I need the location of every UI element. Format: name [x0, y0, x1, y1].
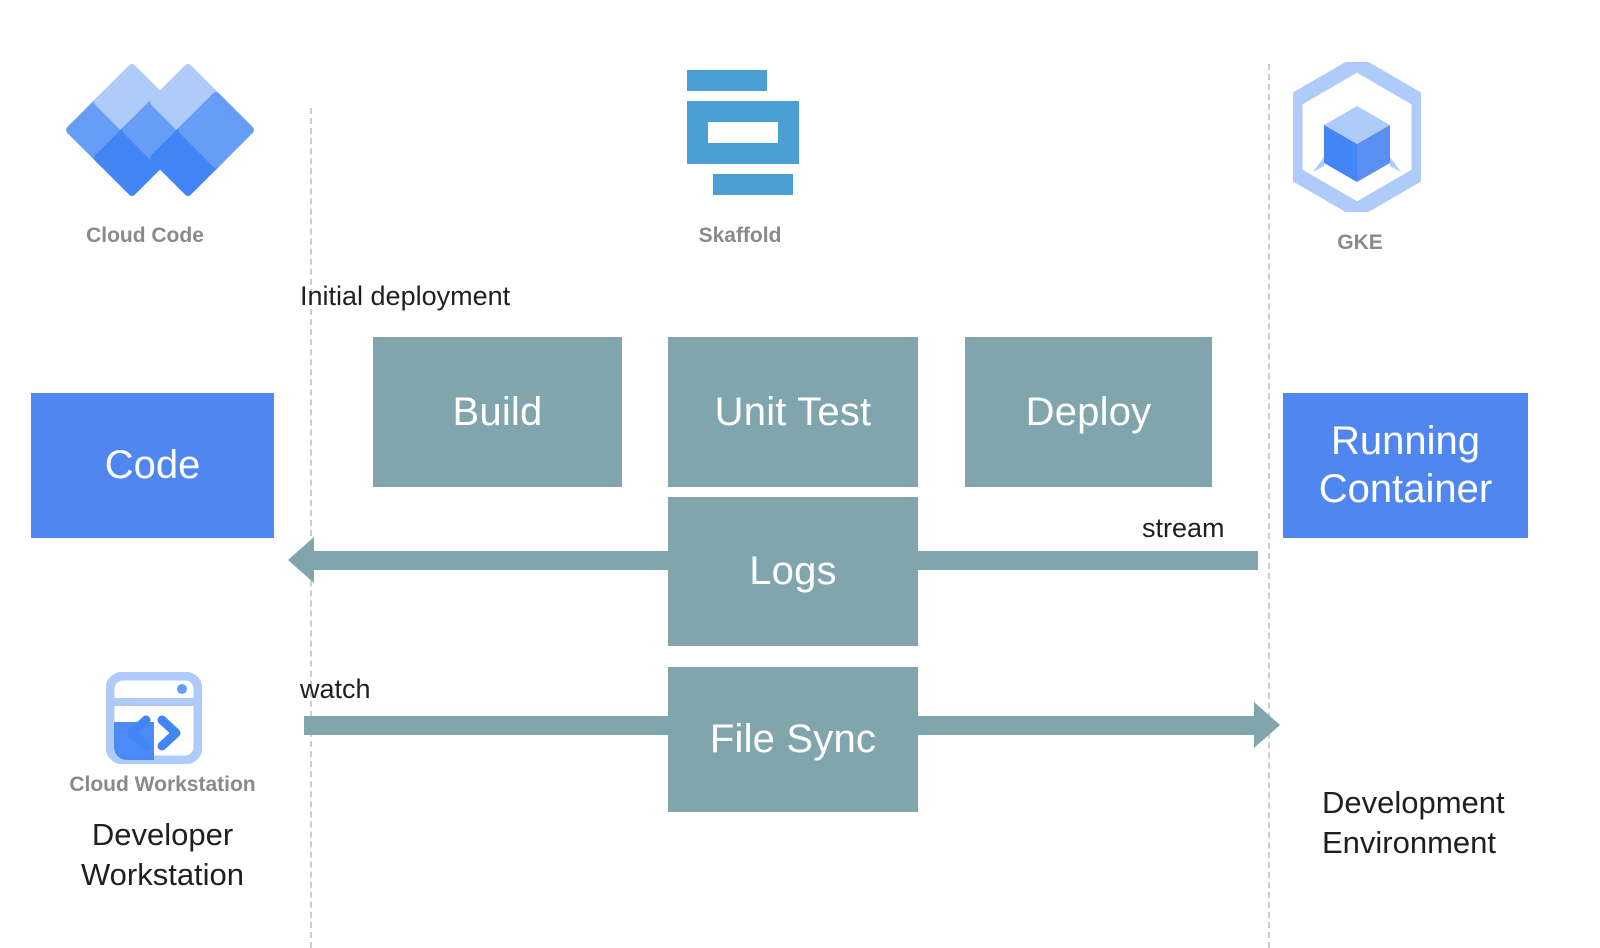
boundary-line-left	[310, 108, 312, 948]
stage-box-file-sync[interactable]: File Sync	[668, 667, 918, 812]
logs-arrow-shaft-left	[310, 551, 674, 570]
flow-label-watch: watch	[300, 674, 371, 704]
cloud-workstation-label: Cloud Workstation	[69, 773, 256, 796]
environment-label-development-environment: Development Environment	[1322, 785, 1505, 860]
logs-arrow-head-left	[288, 537, 314, 583]
cloud-code-label: Cloud Code	[86, 224, 204, 247]
skaffold-logo-icon	[685, 70, 800, 195]
boundary-line-right	[1268, 64, 1270, 948]
flow-label-initial-deployment: Initial deployment	[300, 281, 511, 311]
endpoint-box-running-container[interactable]: Running Container	[1283, 393, 1528, 538]
file-sync-arrow-shaft-right	[912, 716, 1256, 735]
gke-label: GKE	[1337, 231, 1383, 254]
environment-label-developer-workstation: Developer Workstation	[80, 817, 245, 892]
cloud-workstation-logo-icon	[105, 671, 203, 765]
logs-arrow-shaft-right	[912, 551, 1258, 570]
stage-box-deploy[interactable]: Deploy	[965, 337, 1212, 487]
skaffold-label: Skaffold	[698, 224, 782, 247]
endpoint-box-code[interactable]: Code	[31, 393, 274, 538]
flow-label-stream: stream	[1142, 513, 1225, 543]
stage-box-logs[interactable]: Logs	[668, 497, 918, 646]
stage-box-build[interactable]: Build	[373, 337, 622, 487]
stage-box-unit-test[interactable]: Unit Test	[668, 337, 918, 487]
file-sync-arrow-shaft-left	[304, 716, 674, 735]
file-sync-arrow-head-right	[1254, 702, 1280, 748]
cloud-code-logo-icon	[62, 62, 256, 203]
gke-logo-icon	[1287, 56, 1427, 218]
